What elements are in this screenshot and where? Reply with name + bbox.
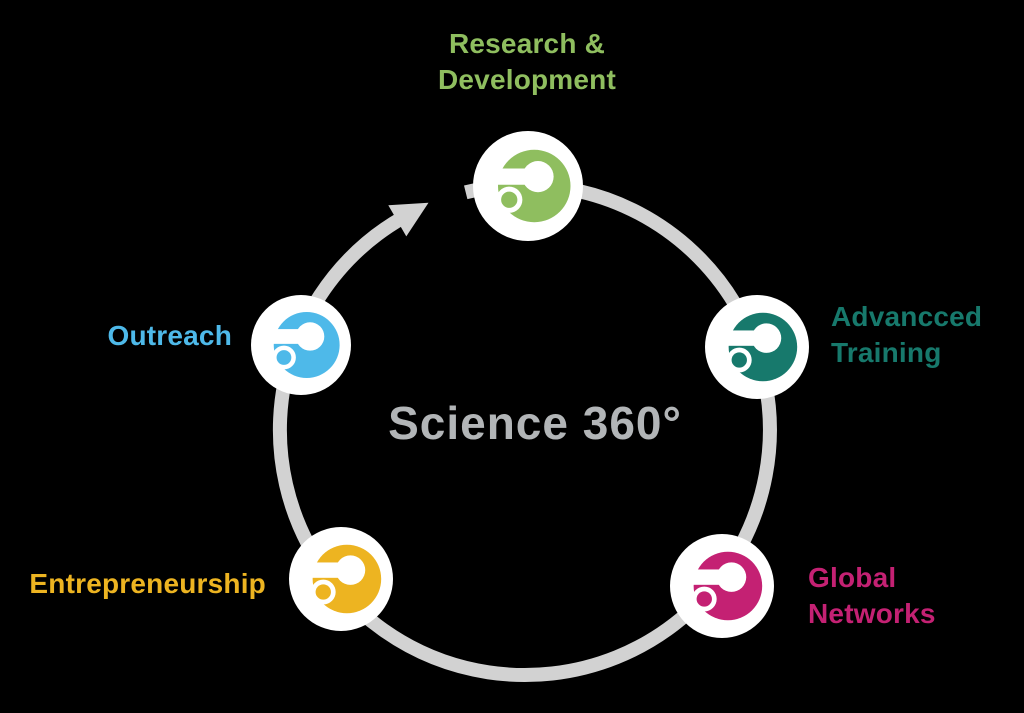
label-outreach: Outreach [107,320,232,351]
cycle-ring [272,178,777,683]
label-research-development: Research & Development [437,28,617,96]
cycle-arrow-head-icon [388,202,429,237]
logo-dot-icon [304,544,382,614]
logo-dot-icon [685,551,763,621]
label-entrepreneurship: Entrepreneurship [29,568,266,599]
node-outreach [251,295,351,395]
cycle-ring-arc [272,178,777,683]
node-research-development [473,131,583,241]
label-global-networks: Global Networks [808,562,936,630]
center-title: Science 360° [388,397,682,449]
node-advancced-training [705,295,809,399]
logo-dot-icon [489,149,571,223]
node-entrepreneurship [289,527,393,631]
label-advancced-training: Advancced Training [831,301,983,369]
logo-dot-icon [265,312,340,378]
node-global-networks [670,534,774,638]
logo-dot-icon [720,312,798,382]
